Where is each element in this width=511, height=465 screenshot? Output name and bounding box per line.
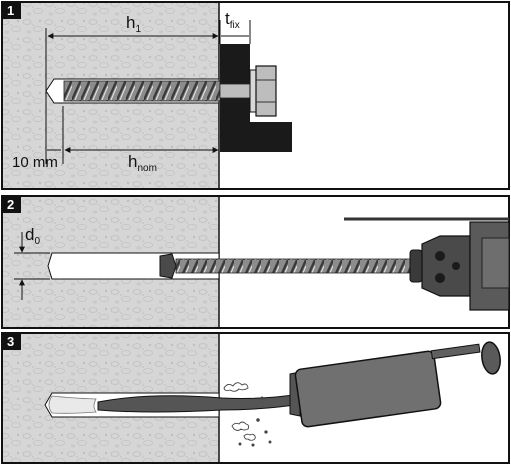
drill-bit-tip [159,253,177,279]
hnom-label: hnom [128,152,157,174]
drill-chuck [421,235,471,297]
panel-1-badge [2,2,21,19]
drill-dust [48,395,97,414]
blow-pump-handle [481,341,501,375]
fixture-plate-lower [220,122,292,152]
blow-pump-cylinder [294,350,442,428]
screw-thread [63,80,221,102]
h1-label: h1 [126,13,141,35]
dust-cloud [223,382,272,447]
panel-2: d0 2 [1,195,510,329]
panel-1-number: 1 [7,3,14,18]
drill-chuck-collar [409,249,423,283]
blow-pump-rod [430,343,481,360]
panel-2-badge [2,196,21,213]
hex-head [255,65,277,117]
washer [249,69,257,113]
panel-3-number: 3 [7,334,14,349]
tfix-label: tfix [225,9,240,31]
panel-2-number: 2 [7,197,14,212]
panel-1: h1 tfix 10 mm hnom 1 [1,1,510,190]
panel-3-badge [2,333,21,350]
panel-3: 3 [1,332,510,464]
drill-bit-spiral [175,258,413,274]
screw-shank [219,83,253,99]
ten-mm-label: 10 mm [12,154,58,171]
d0-label: d0 [25,225,40,247]
